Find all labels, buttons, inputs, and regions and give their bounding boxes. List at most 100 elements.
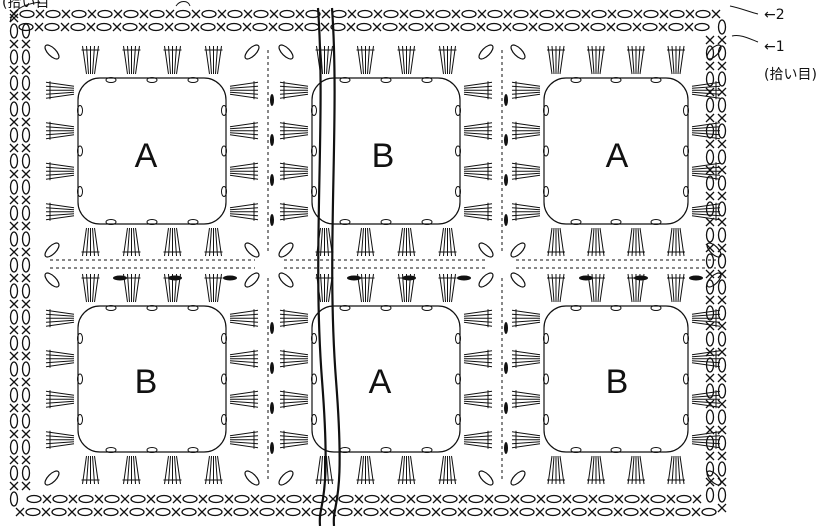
round-2-sc-stitch — [10, 118, 18, 126]
round-1-sc-stitch — [22, 456, 30, 464]
round-2-sc-stitch — [686, 10, 694, 18]
round-2-chain-stitch — [702, 509, 716, 516]
round-1-chain-stitch — [53, 496, 67, 503]
round-2-chain-stitch — [286, 509, 300, 516]
round-2-sc-stitch — [10, 482, 18, 490]
round-1-sc-stitch — [706, 88, 714, 96]
round-2-chain-stitch — [11, 440, 18, 454]
round-1-sc-stitch — [217, 23, 225, 31]
round-2-chain-stitch — [11, 232, 18, 246]
round-2-chain-stitch — [11, 128, 18, 142]
round-1-chain-stitch — [391, 496, 405, 503]
round-1-chain-stitch — [23, 284, 30, 298]
round-1-chain-stitch — [565, 24, 579, 31]
round-1-chain-stitch — [707, 98, 714, 112]
round-2-chain-stitch — [462, 11, 476, 18]
round-1-chain-stitch — [23, 102, 30, 116]
round-1-chain-stitch — [417, 496, 431, 503]
round-2-sc-stitch — [250, 508, 258, 516]
slip-stitch-join — [270, 174, 274, 186]
round-2-sc-stitch — [120, 508, 128, 516]
round-2-chain-stitch — [442, 509, 456, 516]
round-1-chain-stitch — [707, 410, 714, 424]
round-2-sc-stitch — [510, 508, 518, 516]
round-2-sc-stitch — [10, 326, 18, 334]
round-2-chain-stitch — [208, 509, 222, 516]
round-2-chain-stitch — [410, 11, 424, 18]
round-1-sc-stitch — [706, 166, 714, 174]
slip-stitch-join — [270, 362, 274, 374]
round-2-sc-stitch — [140, 10, 148, 18]
corner-chain-loop — [43, 271, 61, 289]
round-2-chain-stitch — [11, 466, 18, 480]
corner-chain-loop — [43, 469, 61, 487]
round-2-sc-stitch — [608, 10, 616, 18]
round2-number: 2 — [776, 7, 785, 23]
round-1-chain-stitch — [123, 24, 137, 31]
round-1-chain-stitch — [521, 496, 535, 503]
round-1-sc-stitch — [165, 23, 173, 31]
slip-stitch-join — [504, 94, 508, 106]
round-2-sc-stitch — [10, 274, 18, 282]
round-1-sc-stitch — [529, 23, 537, 31]
round-2-sc-stitch — [270, 10, 278, 18]
round-1-sc-stitch — [607, 23, 615, 31]
round-1-sc-stitch — [373, 23, 381, 31]
round-2-sc-stitch — [588, 508, 596, 516]
round-1-chain-stitch — [27, 496, 41, 503]
joins-layer — [50, 50, 716, 480]
round-2-chain-stitch — [11, 492, 18, 506]
round-2-sc-stitch — [718, 88, 726, 96]
round-2-sc-stitch — [10, 92, 18, 100]
round-1-chain-stitch — [235, 496, 249, 503]
round-2-sc-stitch — [380, 508, 388, 516]
round-1-sc-stitch — [22, 66, 30, 74]
corner-chain-loop — [243, 241, 261, 259]
round-2-chain-stitch — [488, 11, 502, 18]
round-1-sc-stitch — [22, 92, 30, 100]
round-2-chain-stitch — [696, 11, 710, 18]
round-2-sc-stitch — [718, 296, 726, 304]
round-1-sc-stitch — [269, 23, 277, 31]
round-2-chain-stitch — [416, 509, 430, 516]
round-2-sc-stitch — [556, 10, 564, 18]
round-2-sc-stitch — [718, 426, 726, 434]
corner-chain-loop — [477, 43, 495, 61]
round-2-sc-stitch — [718, 36, 726, 44]
corner-chain-loop — [509, 241, 527, 259]
round-2-sc-stitch — [348, 10, 356, 18]
round-2-chain-stitch — [719, 228, 726, 242]
round-2-chain-stitch — [98, 11, 112, 18]
round-2-sc-stitch — [172, 508, 180, 516]
round-2-chain-stitch — [11, 50, 18, 64]
round-2-sc-stitch — [562, 508, 570, 516]
round-1-sc-stitch — [22, 170, 30, 178]
corner-chain-loop — [243, 469, 261, 487]
round-1-chain-stitch — [305, 24, 319, 31]
round-2-chain-stitch — [719, 150, 726, 164]
round-1-sc-stitch — [706, 452, 714, 460]
round-1-sc-stitch — [61, 23, 69, 31]
round-2-sc-stitch — [224, 508, 232, 516]
round-1-sc-stitch — [641, 495, 649, 503]
round-1-chain-stitch — [105, 496, 119, 503]
round-2-sc-stitch — [718, 452, 726, 460]
round-2-chain-stitch — [11, 24, 18, 38]
round-2-sc-stitch — [10, 144, 18, 152]
round-2-chain-stitch — [176, 11, 190, 18]
round-1-chain-stitch — [513, 24, 527, 31]
round-2-sc-stitch — [16, 508, 24, 516]
round-1-sc-stitch — [199, 495, 207, 503]
round-1-sc-stitch — [589, 495, 597, 503]
round-2-sc-stitch — [244, 10, 252, 18]
motif-label-r1c2: B — [372, 137, 395, 175]
round-1-chain-stitch — [287, 496, 301, 503]
round-2-chain-stitch — [719, 72, 726, 86]
pointer-lines — [10, 2, 758, 43]
round-1-chain-stitch — [183, 496, 197, 503]
round-1-sc-stitch — [113, 23, 121, 31]
round-1-sc-stitch — [706, 62, 714, 70]
round-1-sc-stitch — [22, 144, 30, 152]
round-1-chain-stitch — [97, 24, 111, 31]
round-2-sc-stitch — [10, 352, 18, 360]
